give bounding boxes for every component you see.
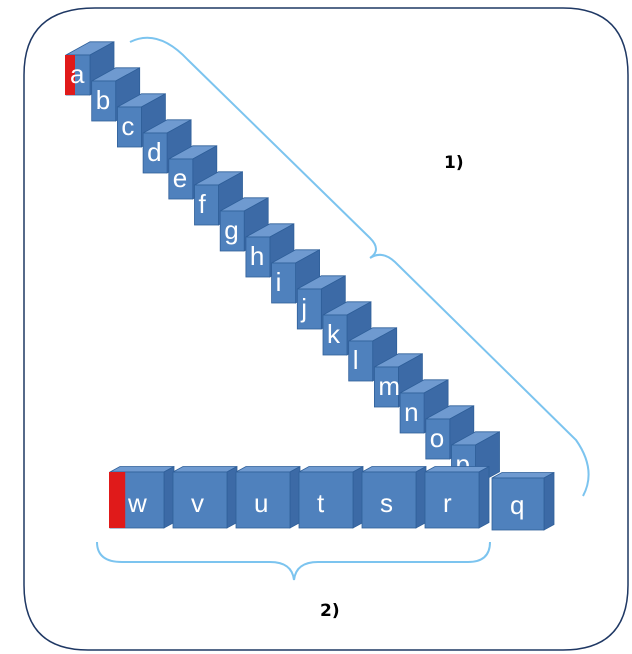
cube-w: w [109,465,175,529]
cube-front-face [245,236,271,278]
cube-front-face [194,184,219,226]
cube-front-face [168,158,194,200]
cube-front-face [172,471,228,529]
cube-r: r [424,465,490,529]
cube-front-face [425,418,451,460]
cube-letter: b [96,85,110,115]
highlight-marker [65,55,75,95]
cube-letter: l [353,345,359,375]
cube-letter: a [70,59,85,89]
diagonal-group-brace [129,36,590,497]
cube-g: g [219,197,269,252]
cube-side-face [289,465,301,529]
cube-front-face [322,314,348,356]
cube-letter: n [404,397,418,427]
bottom-group-label: 2) [320,601,340,621]
cube-letter: v [191,488,204,518]
cube-letter: u [254,488,268,518]
cube-front-face [348,340,374,382]
cube-front-face [91,80,117,122]
cube-top-face [235,466,301,473]
cube-letter: o [430,423,444,453]
highlight-marker [109,472,126,528]
cube-letter: j [300,293,307,323]
cube-v: v [172,465,238,529]
cube-s: s [361,465,427,529]
cube-top-face [424,466,490,473]
cube-t: t [298,465,364,529]
cube-letter: e [173,163,187,193]
cube-side-face [352,465,364,529]
cube-front-face [298,471,354,529]
diagonal-group-label: 1) [444,153,464,173]
cube-letter: m [378,371,400,401]
bottom-group-brace [96,541,491,581]
cube-letter: k [327,319,341,349]
cube-front-face [296,288,322,330]
cube-front-face [424,471,480,529]
rounded-frame [23,7,629,651]
cube-letter: t [317,488,325,518]
cube-front-face [142,132,168,174]
cube-top-face [298,466,364,473]
cube-letter: f [199,189,207,219]
cube-letter: q [510,490,524,520]
cube-letter: h [250,241,264,271]
cube-letter: g [224,215,238,245]
cube-top-face [172,466,238,473]
cube-b: b [91,67,141,122]
cube-front-face [235,471,291,529]
cube-letter: c [121,111,134,141]
cube-letter: w [127,488,147,518]
cube-q: q [491,471,555,531]
cube-letter: i [276,267,282,297]
cube-letter: s [380,488,393,518]
cube-side-face [543,471,555,531]
cube-letter: d [147,137,161,167]
cube-side-face [163,465,175,529]
cube-front-face [491,477,545,531]
cube-front-face [373,366,399,408]
cube-side-face [226,465,238,529]
cube-front-face [399,392,425,434]
cube-u: u [235,465,301,529]
cube-front-face [271,262,297,304]
cube-front-face [117,106,142,148]
cube-front-face [219,210,245,252]
cube-side-face [478,465,490,529]
cube-top-face [109,466,175,473]
corner-cube-group: q [491,471,555,531]
cube-front-face [361,471,417,529]
cube-letter: r [443,488,452,518]
cube-top-face [361,466,427,473]
cube-side-face [415,465,427,529]
